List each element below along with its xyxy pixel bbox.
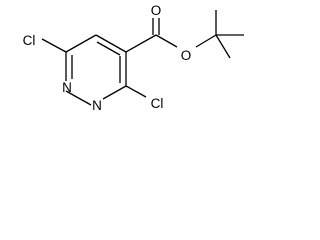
ring-bond-c3-n2 [102,85,127,100]
ring-bond-c6-c5 [65,34,97,53]
atom-label-n-upper: N [62,80,72,95]
atom-label-o-ester: O [181,48,192,63]
bond-c4-carbonyl [125,34,157,53]
molecule-structure-diagram: Cl N N Cl O O [23,3,244,113]
bond-carbonyl-ester-o [155,34,178,48]
atom-label-cl-left: Cl [23,33,36,48]
bond-c3-cl [125,85,147,98]
bond-tbutyl-methyl-down [215,34,231,59]
atom-label-n-lower: N [92,98,102,113]
bond-c6-cl [41,38,67,53]
ring-bond-c5-c4 [95,34,127,53]
atom-label-cl-right: Cl [151,96,164,111]
bond-ester-o-tbutyl [195,34,217,48]
ring-bond-c5-c4-inner [96,41,121,56]
ring-bond-n2-n1 [65,90,92,106]
atom-label-o-carbonyl: O [151,3,162,18]
